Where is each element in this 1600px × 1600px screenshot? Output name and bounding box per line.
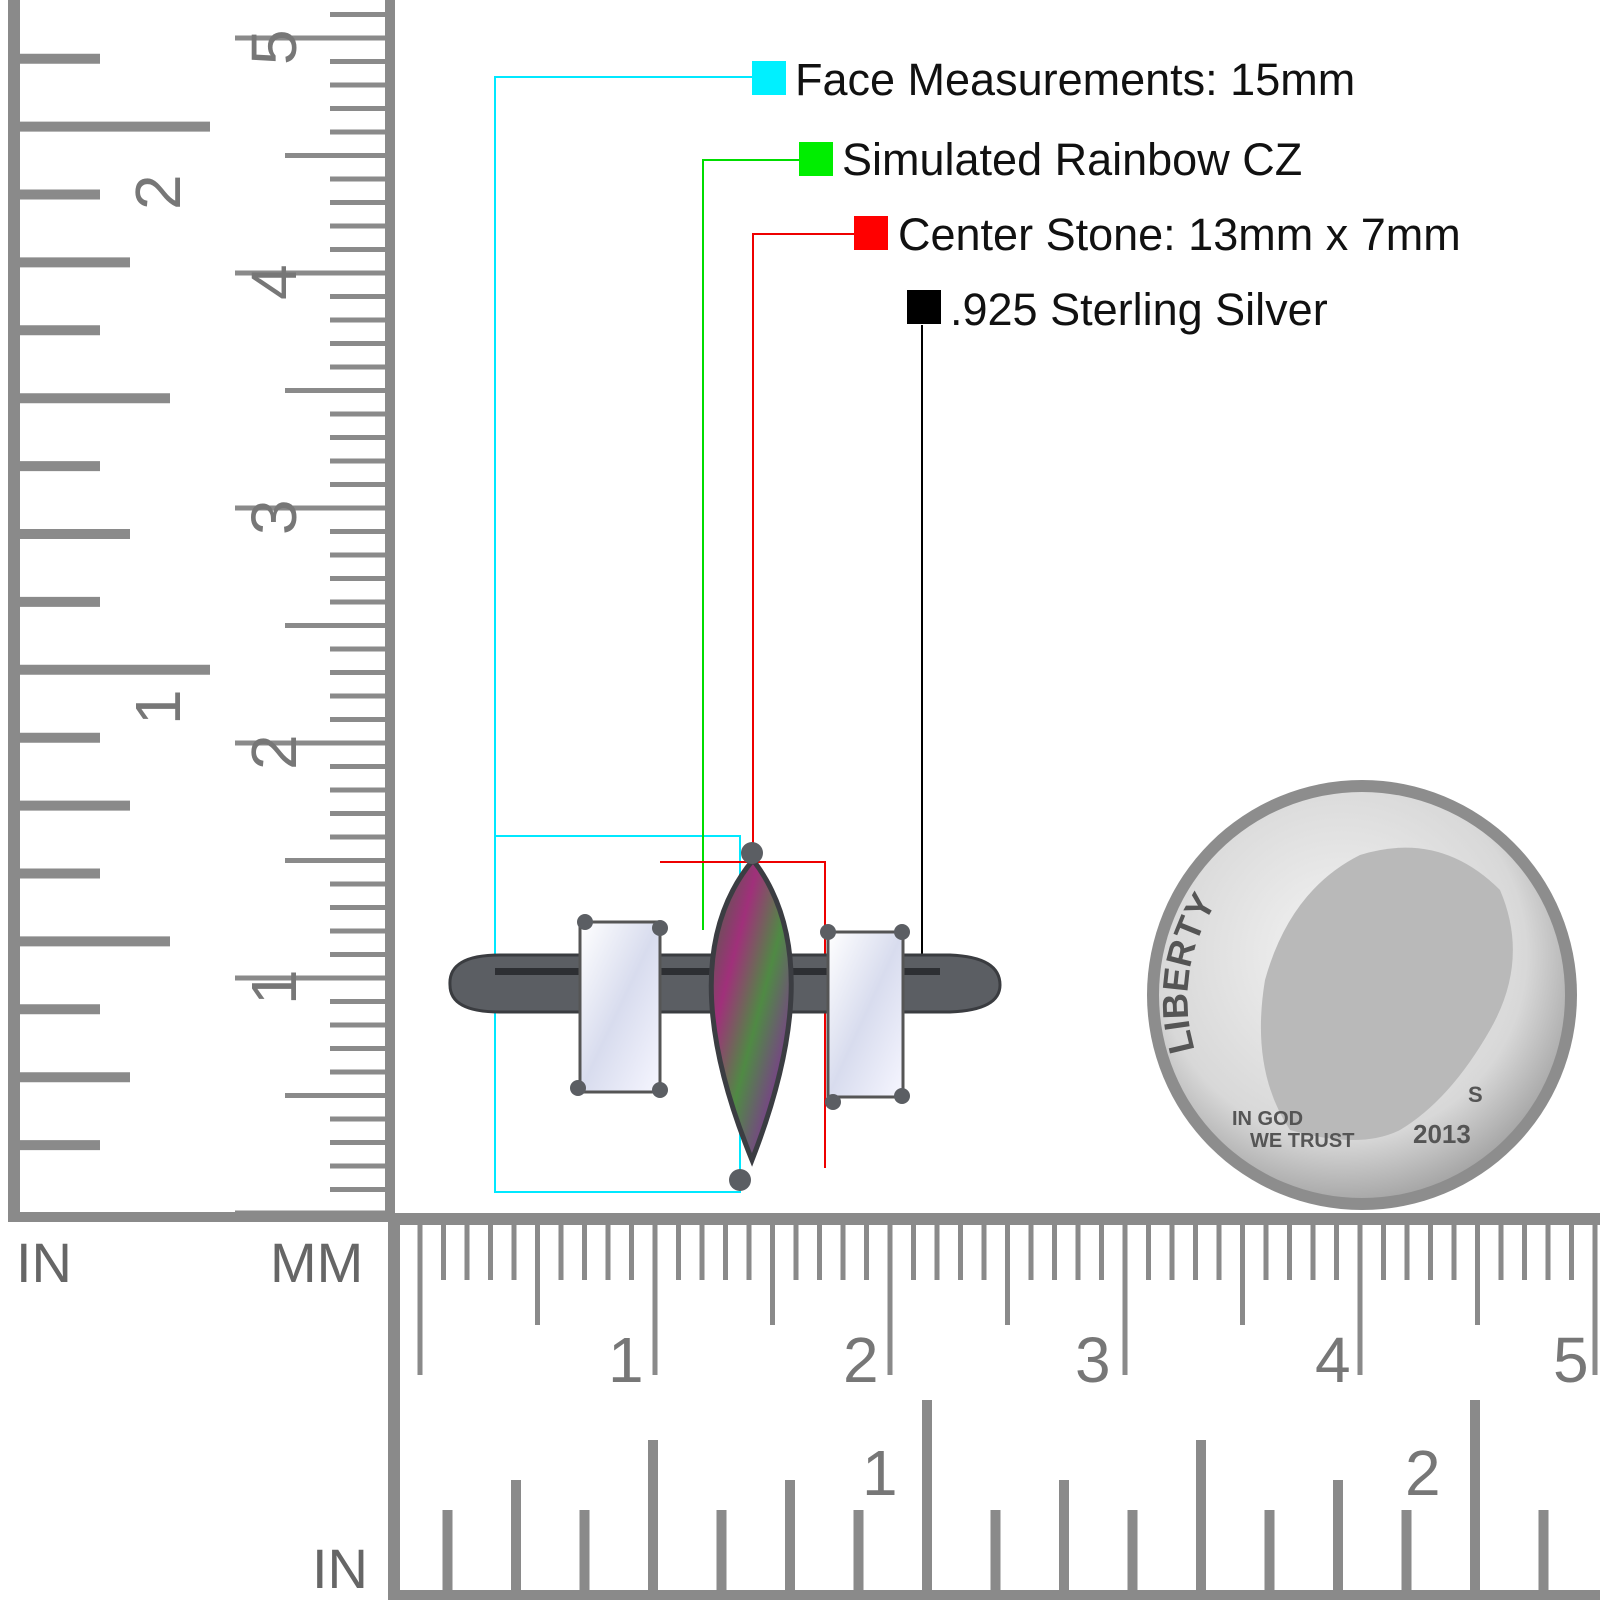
- roosevelt-portrait: [1260, 847, 1513, 1140]
- left-baguette-stone: [578, 920, 662, 1094]
- corner-label-mm: MM: [270, 1231, 363, 1294]
- corner-label-in-bottom: IN: [312, 1537, 368, 1600]
- prong: [577, 914, 593, 930]
- legend-swatch-green: [799, 142, 833, 176]
- bottom-mm-label-1: 1: [608, 1324, 644, 1396]
- cz-leader-line: [702, 159, 803, 930]
- ruler-edge-left: [8, 0, 20, 1222]
- legend: Face Measurements: 15mm Simulated Rainbo…: [752, 54, 1461, 335]
- left-mm-label-1: 1: [238, 969, 310, 1005]
- legend-label-face: Face Measurements: 15mm: [795, 54, 1355, 105]
- bottom-mm-label-2: 2: [843, 1324, 879, 1396]
- left-in-label-1: 1: [122, 689, 194, 725]
- legend-label-center: Center Stone: 13mm x 7mm: [898, 209, 1461, 260]
- leader-lines: [494, 76, 923, 1193]
- vertical-ruler: 1 2 1 2 3 4 5: [8, 0, 395, 1222]
- center-stone-measure: [660, 861, 826, 1168]
- bottom-mm-label-5: 5: [1553, 1324, 1589, 1396]
- horizontal-ruler: 1 2 3 4 5 1 2: [388, 1213, 1600, 1600]
- bottom-mm-label-3: 3: [1075, 1324, 1111, 1396]
- right-baguette-stone: [826, 930, 905, 1099]
- left-mm-label-4: 4: [238, 264, 310, 300]
- prong: [825, 1094, 841, 1110]
- bottom-in-label-1: 1: [862, 1437, 898, 1509]
- left-in-label-2: 2: [122, 174, 194, 210]
- legend-swatch-black: [907, 290, 941, 324]
- legend-label-silver: .925 Sterling Silver: [950, 284, 1328, 335]
- prong: [894, 924, 910, 940]
- legend-label-cz: Simulated Rainbow CZ: [842, 134, 1302, 185]
- ruler-edge-bottom2: [388, 1590, 1600, 1600]
- prong: [570, 1080, 586, 1096]
- marquise-center-stone: [708, 855, 794, 1167]
- prong: [652, 920, 668, 936]
- prong: [894, 1088, 910, 1104]
- bottom-in-label-2: 2: [1405, 1437, 1441, 1509]
- prong: [652, 1082, 668, 1098]
- coin-year: 2013: [1413, 1119, 1471, 1149]
- center-leader-line: [752, 233, 857, 850]
- coin-motto-2: WE TRUST: [1250, 1130, 1354, 1152]
- ruler-edge-top: [388, 1213, 1600, 1225]
- left-mm-label-5: 5: [238, 29, 310, 65]
- bottom-mm-label-4: 4: [1315, 1324, 1351, 1396]
- prong-bottom: [729, 1169, 751, 1191]
- ruler-edge-bottom: [8, 1212, 395, 1222]
- legend-swatch-red: [854, 216, 888, 250]
- left-mm-label-2: 2: [238, 734, 310, 770]
- corner-label-in-left: IN: [16, 1231, 72, 1294]
- legend-swatch-cyan: [752, 61, 786, 95]
- coin-mint-mark: S: [1468, 1082, 1483, 1107]
- prong-top: [741, 842, 763, 864]
- coin-motto-1: IN GOD: [1232, 1108, 1303, 1130]
- ruler-edge-side: [388, 1213, 400, 1600]
- dime-coin: LIBERTY IN GOD WE TRUST 2013 S: [1147, 780, 1577, 1210]
- ruler-edge-right: [385, 0, 395, 1222]
- prong: [820, 924, 836, 940]
- ring: [448, 842, 1002, 1191]
- left-mm-label-3: 3: [238, 499, 310, 535]
